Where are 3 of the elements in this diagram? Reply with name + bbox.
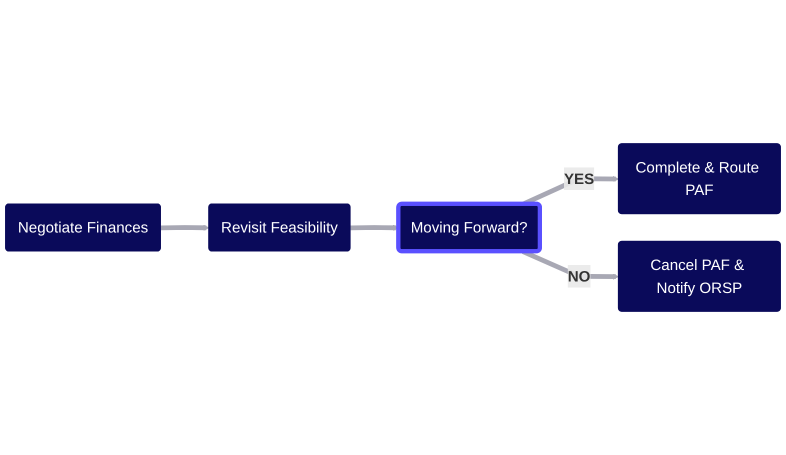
- edge-label: YES: [564, 170, 594, 188]
- edge-label: NO: [568, 268, 590, 285]
- arrow: [160, 224, 210, 231]
